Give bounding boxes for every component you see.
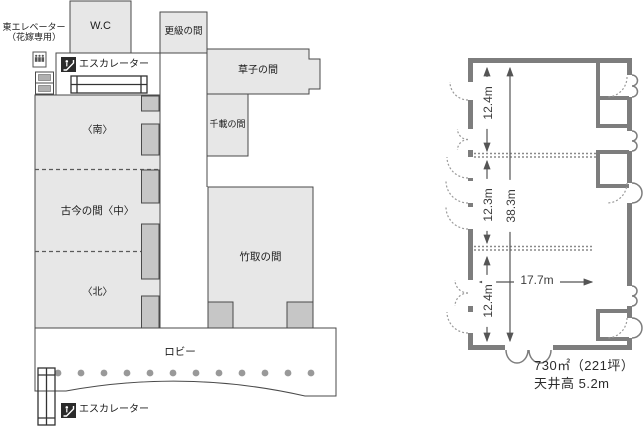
kokin-door-panels [141, 95, 160, 329]
partition-lines [474, 152, 598, 251]
ceiling-height-label: 天井高 5.2m [534, 376, 610, 391]
escalator-bottom-label: エスカレーター [79, 404, 149, 415]
taketori-door-panels [207, 301, 314, 329]
lobby-area [34, 327, 337, 397]
dim-height-bottom: 12.4m [481, 274, 496, 327]
elevator-icon [32, 51, 47, 68]
wc-room-label: W.C [90, 20, 111, 32]
taketori-room-label: 竹取の間 [239, 251, 282, 263]
soshi-room-label: 草子の間 [238, 65, 278, 76]
senzai-room [206, 93, 249, 157]
escalator-top-machine [70, 75, 148, 94]
sarashina-room-label: 更級の間 [164, 26, 203, 37]
escalator-bottom-machine [37, 367, 56, 426]
kokin-room-block [34, 94, 161, 329]
dimension-arrows [478, 66, 594, 343]
lobby-column-dots [54, 369, 315, 377]
area-label: 730㎡（221坪） [534, 358, 635, 373]
elevator-cars [35, 71, 54, 95]
dim-height-middle: 12.3m [481, 178, 496, 231]
kokin-north-label: 〈北〉 [82, 287, 113, 298]
sarashina-room [159, 11, 208, 54]
escalator-icon-bottom [61, 403, 76, 418]
wc-room [69, 0, 132, 54]
dim-width: 17.7m [514, 273, 560, 288]
east-elevator-label: 東エレベーター （花嫁専用） [2, 22, 66, 43]
kokin-center-label: 古今の間〈中〉 [60, 205, 135, 217]
lobby-label: ロビー [164, 346, 196, 358]
dim-height-total: 38.3m [504, 179, 519, 232]
door-swing-arcs [445, 76, 628, 339]
east-elevator-line2: （花嫁専用） [6, 32, 61, 43]
senzai-room-label: 千載の間 [209, 119, 246, 129]
kokin-south-label: 〈南〉 [82, 125, 113, 136]
escalator-icon-top [61, 57, 76, 72]
door-leaves [505, 74, 643, 364]
dim-height-top: 12.4m [481, 76, 496, 129]
escalator-top-label: エスカレーター [79, 59, 149, 70]
right-niches [596, 60, 629, 341]
east-elevator-line1: 東エレベーター [2, 22, 66, 32]
dimension-room-walls [468, 58, 632, 350]
